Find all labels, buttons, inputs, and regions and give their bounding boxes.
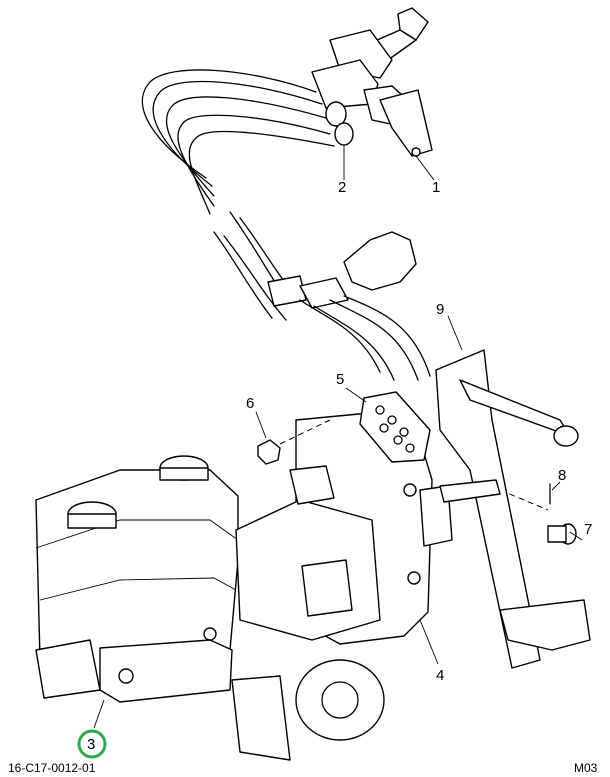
part-5-grommet (359, 391, 431, 463)
part-8-pin (499, 483, 551, 511)
callout-1: 1 (432, 179, 440, 196)
part-1-valve-assembly (311, 7, 433, 157)
callout-9: 9 (436, 301, 444, 318)
leader-lines (93, 146, 583, 729)
part-6-nut (257, 419, 331, 465)
part-3-master-cylinder (35, 455, 239, 703)
callout-8: 8 (558, 467, 566, 484)
drawing-id: 16-C17-0012-01 (8, 761, 96, 775)
callout-3: 3 (87, 736, 95, 753)
callout-4: 4 (436, 667, 444, 684)
sheet-code: M03 (574, 761, 598, 775)
callout-2: 2 (338, 179, 346, 196)
part-7-bolt (547, 523, 577, 545)
part-9-pedal-bracket (435, 349, 591, 669)
callout-7: 7 (584, 521, 592, 538)
part-4-booster-body (231, 411, 453, 761)
part-2-tubing-bundle (141, 69, 431, 381)
callout-6: 6 (246, 395, 254, 412)
callout-5: 5 (336, 371, 344, 388)
callout-3-highlight-ring (77, 729, 107, 759)
